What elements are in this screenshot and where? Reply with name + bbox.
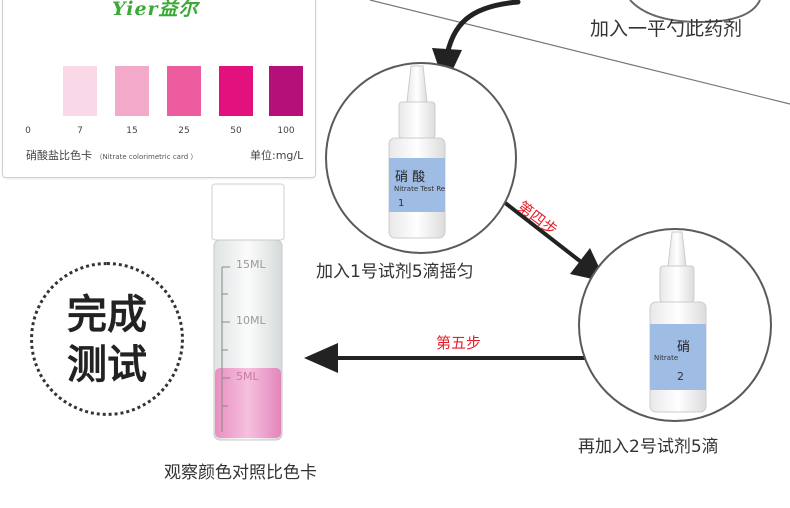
vial-mark-15: 15ML [236,258,266,271]
top-caption: 加入一平勺此药剂 [590,18,743,40]
reagent-2-circle [578,228,772,422]
bottle-1-number: 1 [398,198,405,209]
color-card [2,0,316,178]
brand-logo: Yier益尔 [112,0,199,20]
reagent-bottle-2 [649,231,707,413]
step5-label: 第五步 [436,334,482,352]
swatch-label: 15 [126,126,138,136]
test-vial [211,183,285,441]
bottle-1-title: 硝 酸 [395,170,426,185]
swatch-0 [10,66,44,116]
card-name: 硝酸盐比色卡 （Nitrate colorimetric card ） [26,149,198,162]
bottle-1-sub: Nitrate Test Re [394,185,446,193]
bottle-2-sub: Nitrate [654,354,679,362]
swatch-label: 100 [277,126,295,136]
swatch-7 [63,66,97,116]
vial-caption: 观察颜色对照比色卡 [164,463,317,483]
bottle-2-title: 硝 [677,340,691,355]
done-text: 完成 测试 [67,292,147,388]
card-unit: 单位:mg/L [250,149,304,162]
reagent-1-circle [325,62,517,254]
step3-caption: 加入1号试剂5滴摇匀 [316,262,474,282]
reagent-bottle-1 [388,65,446,239]
swatch-15 [115,66,149,116]
swatch-label: 0 [25,126,31,136]
vial-mark-5: 5ML [236,370,259,383]
bottle-2-number: 2 [677,370,684,383]
swatch-50 [219,66,253,116]
swatch-label: 7 [77,126,83,136]
swatch-100 [269,66,303,116]
step4-caption: 再加入2号试剂5滴 [578,437,719,457]
swatch-label: 25 [178,126,190,136]
done-circle [30,262,184,416]
swatch-label: 50 [230,126,242,136]
vial-mark-10: 10ML [236,314,266,327]
swatch-25 [167,66,201,116]
